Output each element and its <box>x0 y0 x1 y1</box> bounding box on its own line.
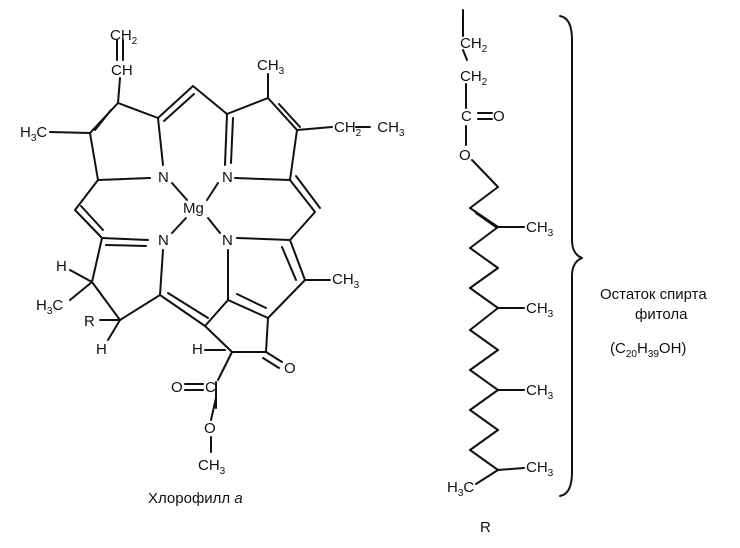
ester-oxygen-label: O <box>204 420 216 437</box>
nitrogen-label: N <box>158 169 169 186</box>
r-caption: R <box>480 519 491 536</box>
chlorophyll-caption: Хлорофилл a <box>148 490 243 507</box>
phytol-caption-line1: Остаток спирта <box>600 286 707 303</box>
hydrogen-label: H <box>96 341 107 358</box>
chain-end-methyl-label: H3C <box>447 479 474 499</box>
chain-ch2-label: CH2 <box>460 68 488 88</box>
chain-methyl-label: CH3 <box>526 459 554 479</box>
chain-carbon-label: C <box>461 108 472 125</box>
porphyrin-bonds <box>49 39 371 453</box>
vinyl-ch-label: CH <box>111 62 133 79</box>
hydrogen-label: H <box>192 341 203 358</box>
ketone-oxygen-label: O <box>284 360 296 377</box>
ester-carbon-label: C <box>205 379 216 396</box>
curly-brace <box>559 15 583 497</box>
ester-oxygen-label: O <box>171 379 183 396</box>
methoxy-label: CH3 <box>198 457 226 477</box>
nitrogen-label: N <box>222 232 233 249</box>
methyl-d-label: H3C <box>36 297 63 317</box>
magnesium-label: Mg <box>183 200 204 217</box>
nitrogen-label: N <box>222 169 233 186</box>
chain-ch2-label: CH2 <box>460 35 488 55</box>
captions: Остаток спирта фитола (C20H39OH) Хлорофи… <box>148 286 707 536</box>
chain-oxygen-label: O <box>459 147 471 164</box>
chain-oxygen-label: O <box>493 108 505 125</box>
hydrogen-label: H <box>56 258 67 275</box>
r-substituent-label: R <box>84 313 95 330</box>
phytol-formula: (C20H39OH) <box>610 340 686 360</box>
methyl-b-label: CH3 <box>257 57 285 77</box>
methyl-c-label: CH3 <box>332 271 360 291</box>
phytol-caption-line2: фитола <box>635 306 688 323</box>
methyl-a-label: H3C <box>20 124 47 144</box>
chain-methyl-label: CH3 <box>526 382 554 402</box>
nitrogen-label: N <box>158 232 169 249</box>
vinyl-ch2-label: CH2 <box>110 27 138 47</box>
chain-methyl-label: CH3 <box>526 219 554 239</box>
phytol-chain-bonds <box>462 9 525 485</box>
chain-methyl-label: CH3 <box>526 300 554 320</box>
